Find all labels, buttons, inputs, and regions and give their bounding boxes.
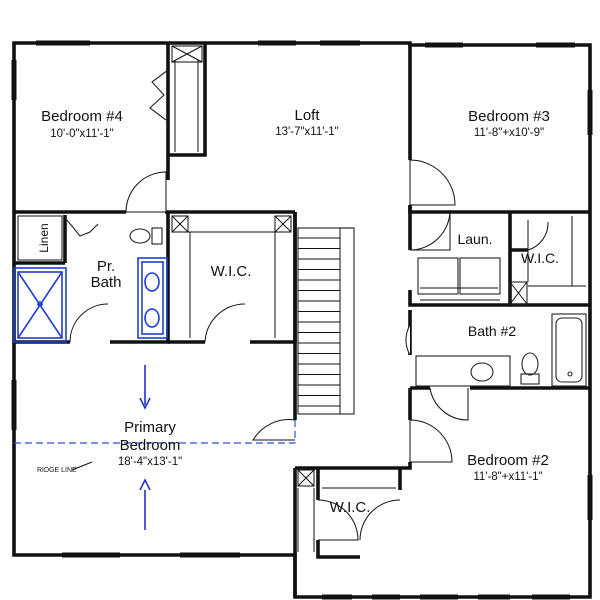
prbath-name: Pr. [97, 258, 115, 275]
bedroom4-name: Bedroom #4 [41, 108, 123, 125]
loft-name: Loft [294, 107, 320, 124]
fixtures [13, 45, 587, 552]
primary-name2: Bedroom [120, 437, 181, 454]
primary-dims: 18'-4"x13'-1" [118, 456, 182, 468]
interior-walls [14, 43, 590, 597]
primary-name: Primary [124, 419, 176, 436]
bath2-name: Bath #2 [468, 323, 516, 339]
ridge-line-label: RIDGE LINE [37, 467, 77, 474]
linen-label: Linen [37, 223, 51, 252]
loft-dims: 13'-7"x11'-1" [275, 126, 339, 138]
laundry-name: Laun. [457, 231, 492, 247]
prbath-name2: Bath [91, 274, 122, 291]
room-labels: Bedroom #4 10'-0"x11'-1" Loft 13'-7"x11'… [37, 107, 559, 516]
bedroom2-dims: 11'-8"+x11'-1" [473, 471, 542, 483]
primary-wic-name: W.I.C. [211, 263, 252, 280]
exterior-walls [11, 40, 593, 600]
bed2-wic-name: W.I.C. [330, 499, 371, 516]
bedroom3-dims: 11'-8"+x10'-9" [474, 127, 544, 139]
bed3-wic-name: W.I.C. [521, 250, 559, 266]
bedroom3-name: Bedroom #3 [468, 108, 550, 125]
bedroom4-dims: 10'-0"x11'-1" [50, 128, 114, 140]
bedroom2-name: Bedroom #2 [467, 452, 549, 469]
